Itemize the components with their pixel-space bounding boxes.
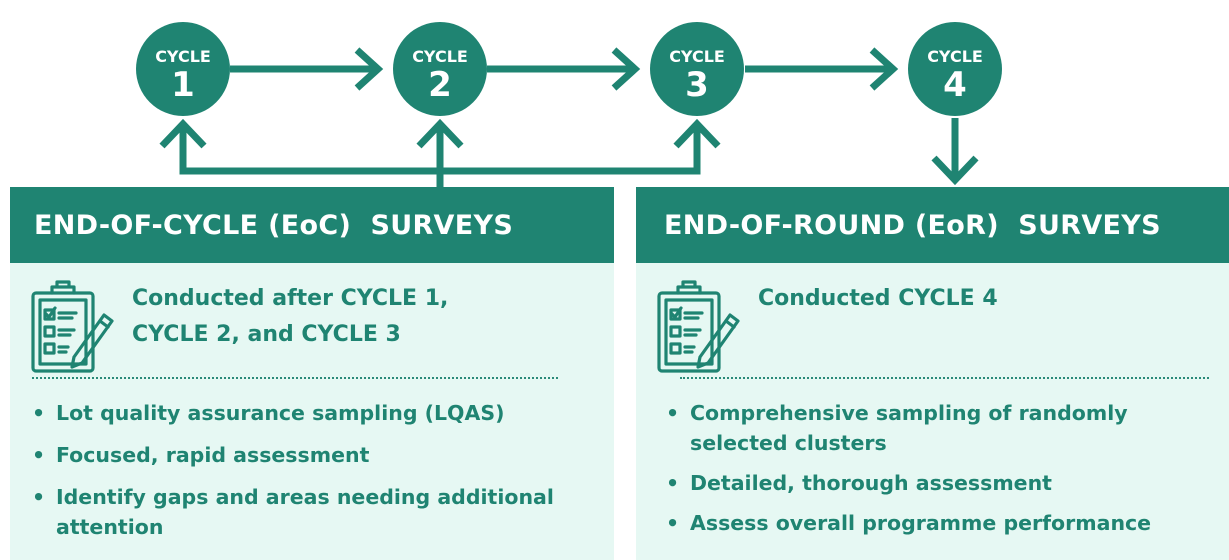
eoc-panel-title: END-OF-CYCLE (EoC) SURVEYS — [10, 187, 614, 263]
cycle-2-label: CYCLE — [412, 47, 468, 66]
eoc-bullet-3: Identify gaps and areas needing addition… — [32, 482, 594, 542]
eor-surveys-panel: END-OF-ROUND (EoR) SURVEYS — [636, 187, 1229, 560]
cycle-node-1: CYCLE 1 — [136, 22, 230, 116]
eor-bullet-3: Assess overall programme performance — [666, 508, 1209, 538]
eor-bullet-list: Comprehensive sampling of randomly selec… — [666, 398, 1209, 548]
eor-intro: Conducted CYCLE 4 — [654, 279, 1209, 375]
cycle-2-number: 2 — [428, 65, 452, 105]
eor-intro-line-1: Conducted CYCLE 4 — [758, 286, 998, 311]
eor-divider — [680, 377, 1209, 379]
cycle-3-number: 3 — [685, 65, 709, 105]
cycle-node-2: CYCLE 2 — [393, 22, 487, 116]
eor-intro-text: Conducted CYCLE 4 — [758, 281, 1209, 317]
eoc-divider — [32, 377, 558, 379]
arrowhead-up-cycle3 — [673, 118, 721, 149]
arrowhead-down-eor — [931, 155, 979, 186]
arrowhead-cycle2 — [354, 47, 384, 91]
cycle-4-label: CYCLE — [927, 47, 983, 66]
eoc-surveys-panel: END-OF-CYCLE (EoC) SURVEYS — [10, 187, 614, 560]
arrowhead-cycle3 — [611, 47, 641, 91]
cycle-1-number: 1 — [171, 65, 195, 105]
cycle-4-number: 4 — [943, 65, 967, 105]
cycle-node-3: CYCLE 3 — [650, 22, 744, 116]
cycle-flow-diagram: CYCLE 1 CYCLE 2 CYCLE 3 CYCLE 4 — [136, 22, 1002, 187]
eoc-bullet-2: Focused, rapid assessment — [32, 440, 594, 470]
eor-bullet-2: Detailed, thorough assessment — [666, 468, 1209, 498]
eoc-intro-line-1: Conducted after CYCLE 1, — [132, 286, 449, 311]
eoc-bullet-1: Lot quality assurance sampling (LQAS) — [32, 398, 594, 428]
cycle-3-label: CYCLE — [669, 47, 725, 66]
eoc-bullet-list: Lot quality assurance sampling (LQAS) Fo… — [32, 398, 594, 554]
arrowhead-up-cycle1 — [159, 118, 207, 149]
eor-panel-title: END-OF-ROUND (EoR) SURVEYS — [636, 187, 1229, 263]
arrowhead-cycle4 — [869, 47, 899, 91]
eor-bullet-1: Comprehensive sampling of randomly selec… — [666, 398, 1209, 458]
eoc-intro: Conducted after CYCLE 1, CYCLE 2, and CY… — [28, 279, 594, 375]
cycle-node-4: CYCLE 4 — [908, 22, 1002, 116]
cycle-1-label: CYCLE — [155, 47, 211, 66]
eoc-intro-line-2: CYCLE 2, and CYCLE 3 — [132, 322, 401, 347]
arrowhead-up-cycle2 — [416, 118, 464, 149]
clipboard-checklist-icon — [31, 280, 114, 373]
clipboard-checklist-icon — [657, 280, 740, 373]
eoc-intro-text: Conducted after CYCLE 1, CYCLE 2, and CY… — [132, 281, 594, 353]
